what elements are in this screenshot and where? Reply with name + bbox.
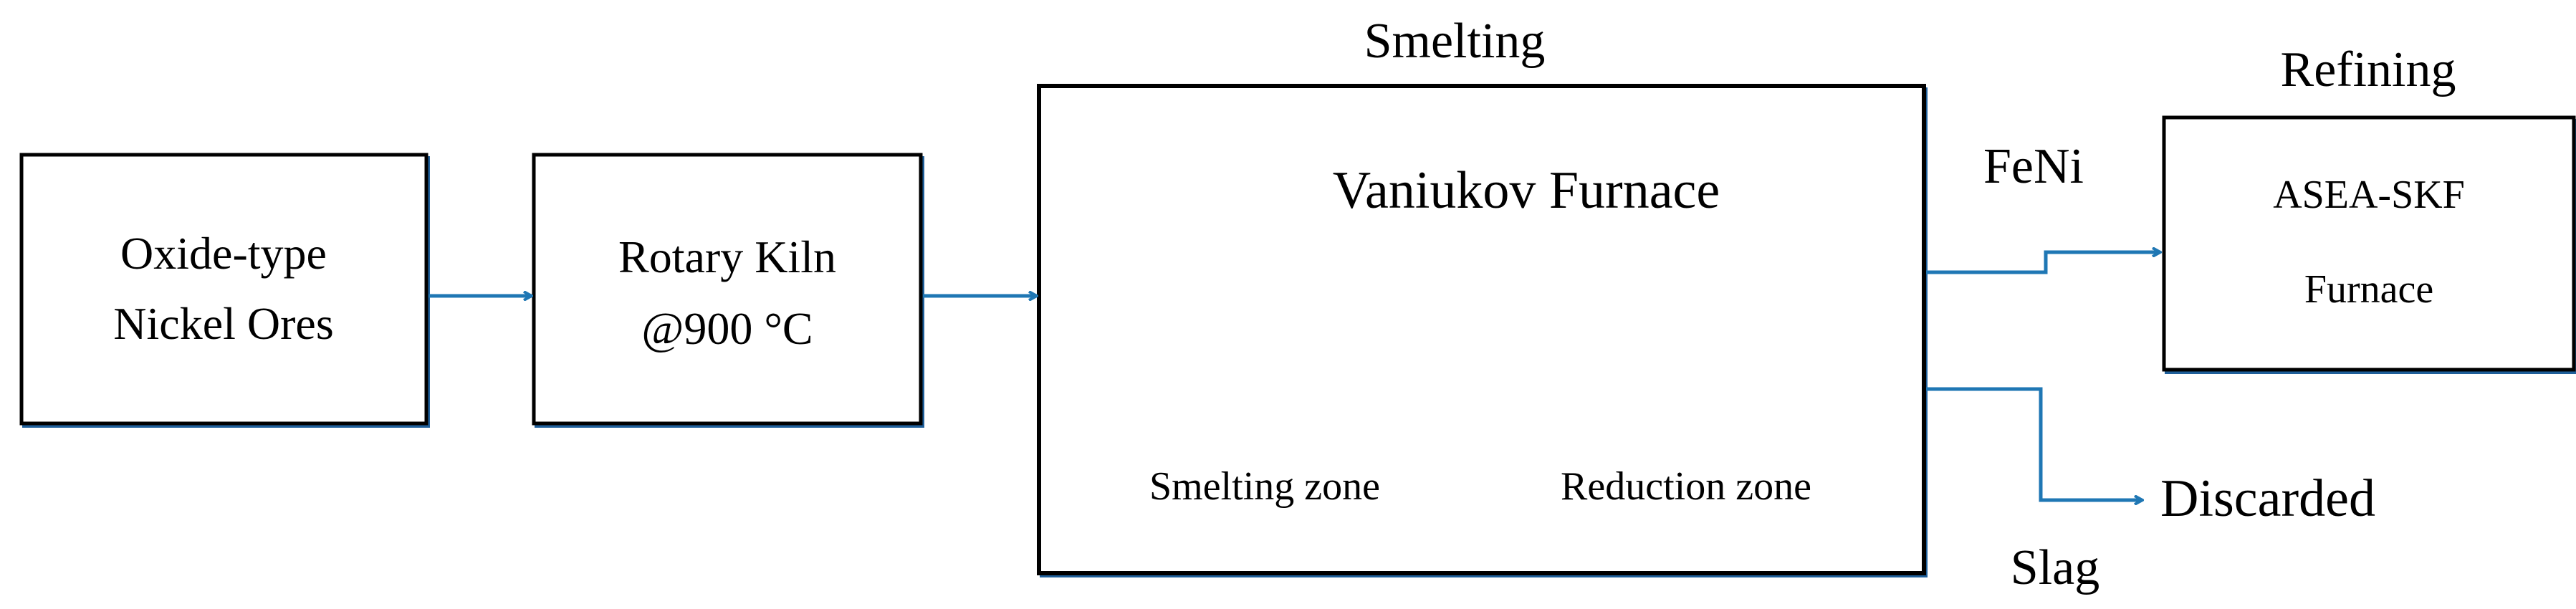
smelting-zone-label: Smelting zone <box>1149 464 1380 509</box>
node-asea-skf-furnace: ASEA-SKF Furnace <box>2162 115 2576 374</box>
feni-label: FeNi <box>1983 139 2084 194</box>
edges <box>428 252 2160 500</box>
ore-label-line2: Nickel Ores <box>113 298 333 349</box>
node-rotary-kiln: Rotary Kiln @900 °C <box>532 153 924 428</box>
kiln-label-line1: Rotary Kiln <box>618 231 836 282</box>
ore-label-line1: Oxide-type <box>120 228 327 279</box>
stage-title-smelting: Smelting <box>1364 14 1546 69</box>
asea-label-line2: Furnace <box>2304 267 2433 312</box>
arrow-furnace-to-refining <box>1926 252 2160 274</box>
stage-title-refining: Refining <box>2281 42 2456 97</box>
arrow-furnace-to-discarded <box>1926 387 2142 500</box>
slag-label: Slag <box>2011 540 2099 595</box>
node-ore: Oxide-type Nickel Ores <box>19 153 430 428</box>
discarded-label: Discarded <box>2160 469 2375 528</box>
asea-label-line1: ASEA-SKF <box>2273 173 2465 217</box>
node-vaniukov-furnace: Vaniukov Furnace Smelting zone Reduction… <box>1037 84 1928 577</box>
vaniukov-title: Vaniukov Furnace <box>1333 161 1720 220</box>
kiln-label-line2: @900 °C <box>641 303 813 354</box>
reduction-zone-label: Reduction zone <box>1561 464 1811 509</box>
